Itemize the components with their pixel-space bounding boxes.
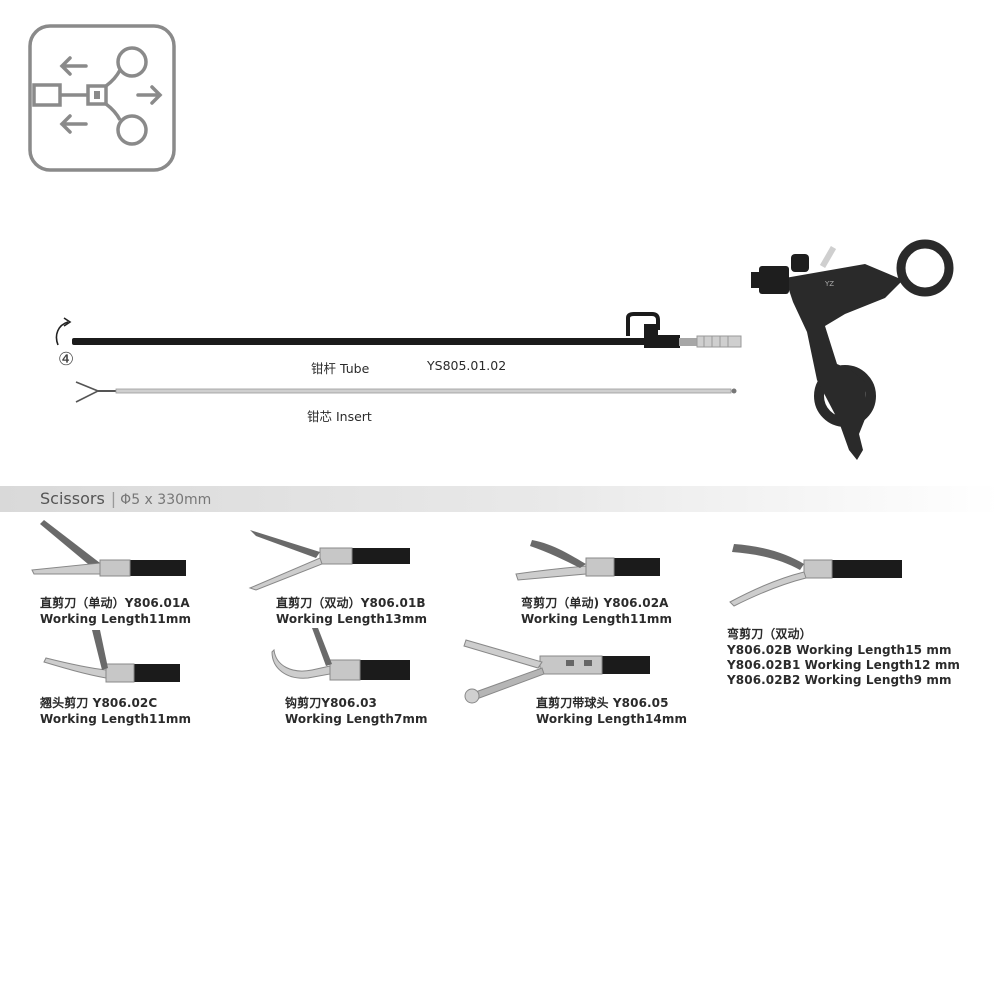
product-name-3: 弯剪刀（单动) Y806.02A (521, 596, 669, 610)
product-length-3: Working Length11mm (521, 612, 673, 626)
product-length-5: Working Length11mm (40, 712, 192, 726)
tube-model: YS805.01.02 (427, 358, 507, 373)
product-variant-4a: Y806.02B Working Length15 mm (727, 643, 952, 657)
product-variant-4c: Y806.02B2 Working Length9 mm (727, 673, 952, 687)
scissor-curved-double-image (729, 544, 902, 607)
svg-text:YZ: YZ (824, 280, 834, 288)
insert-label: 钳芯 Insert (307, 409, 372, 424)
step-marker: ④ (58, 349, 75, 370)
product-length-7: Working Length14mm (536, 712, 688, 726)
handle-drawing: YZ (751, 239, 954, 460)
product-length-6: Working Length7mm (285, 712, 428, 726)
scissor-straight-single-image (31, 520, 186, 577)
product-name-1: 直剪刀（单动）Y806.01A (40, 596, 190, 610)
product-name-7: 直剪刀带球头 Y806.05 (536, 696, 669, 710)
insert-drawing (75, 381, 737, 403)
scissor-ball-tip-image (463, 639, 650, 704)
product-variant-4b: Y806.02B1 Working Length12 mm (727, 658, 961, 672)
scissor-straight-double-image (248, 530, 410, 591)
scissor-upturned-image (43, 630, 180, 683)
product-length-2: Working Length13mm (276, 612, 428, 626)
section-title: Scissors (40, 489, 105, 508)
product-name-2: 直剪刀（双动）Y806.01B (276, 596, 426, 610)
product-name-5: 翘头剪刀 Y806.02C (40, 696, 158, 710)
tube-drawing (72, 312, 742, 348)
product-name-6: 钩剪刀Y806.03 (285, 696, 377, 710)
rotate-arrow-icon (55, 317, 72, 346)
section-heading: Scissors|Φ5 x 330mm (40, 489, 212, 508)
scissor-hook-image (271, 628, 410, 681)
product-length-1: Working Length11mm (40, 612, 192, 626)
section-spec: Φ5 x 330mm (120, 492, 212, 508)
disassembly-icon (28, 24, 176, 172)
section-band (0, 486, 1000, 512)
product-name-4: 弯剪刀（双动） (727, 627, 812, 641)
scissor-curved-single-image (515, 540, 660, 581)
tube-label: 钳杆 Tube (311, 361, 370, 376)
